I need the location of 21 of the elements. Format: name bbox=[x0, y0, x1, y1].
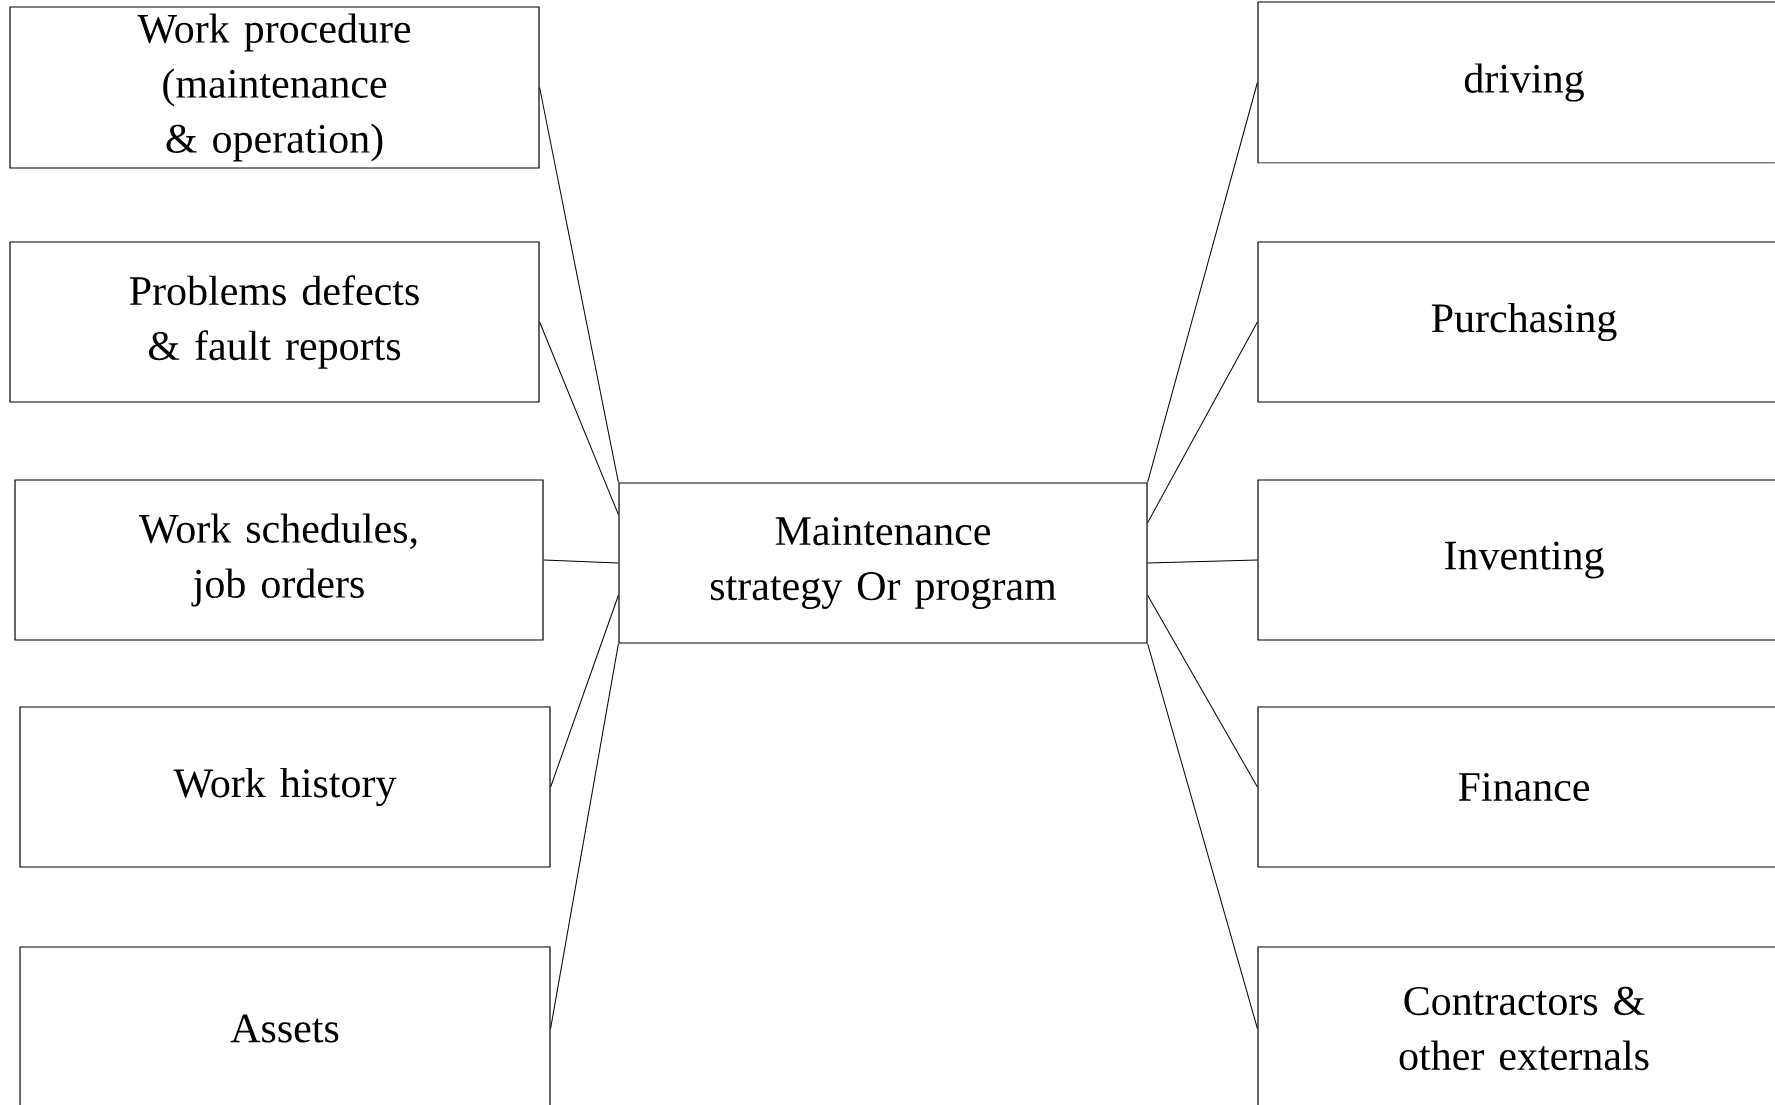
connector-line bbox=[1147, 559, 1258, 564]
process-box: Work schedules, job orders bbox=[14, 479, 544, 641]
process-box: Finance bbox=[1257, 706, 1775, 868]
process-box: Maintenance strategy Or program bbox=[618, 482, 1148, 644]
process-box: Work procedure (maintenance & operation) bbox=[9, 6, 540, 169]
process-box: Assets bbox=[19, 946, 551, 1105]
connector-line bbox=[550, 643, 619, 1029]
connector-line bbox=[539, 321, 619, 516]
process-box: Purchasing bbox=[1257, 241, 1775, 403]
process-box: driving bbox=[1257, 1, 1775, 164]
connector-line bbox=[1147, 643, 1258, 1029]
process-box: Problems defects & fault reports bbox=[9, 241, 540, 403]
connector-line bbox=[1147, 82, 1258, 483]
connector-line bbox=[539, 87, 619, 483]
process-box: Work history bbox=[19, 706, 551, 868]
connector-line bbox=[1147, 594, 1258, 788]
connector-line bbox=[550, 594, 619, 788]
connector-line bbox=[1147, 321, 1258, 524]
process-box: Contractors & other externals bbox=[1257, 946, 1775, 1105]
process-box: Inventing bbox=[1257, 479, 1775, 641]
connector-line bbox=[543, 559, 619, 564]
